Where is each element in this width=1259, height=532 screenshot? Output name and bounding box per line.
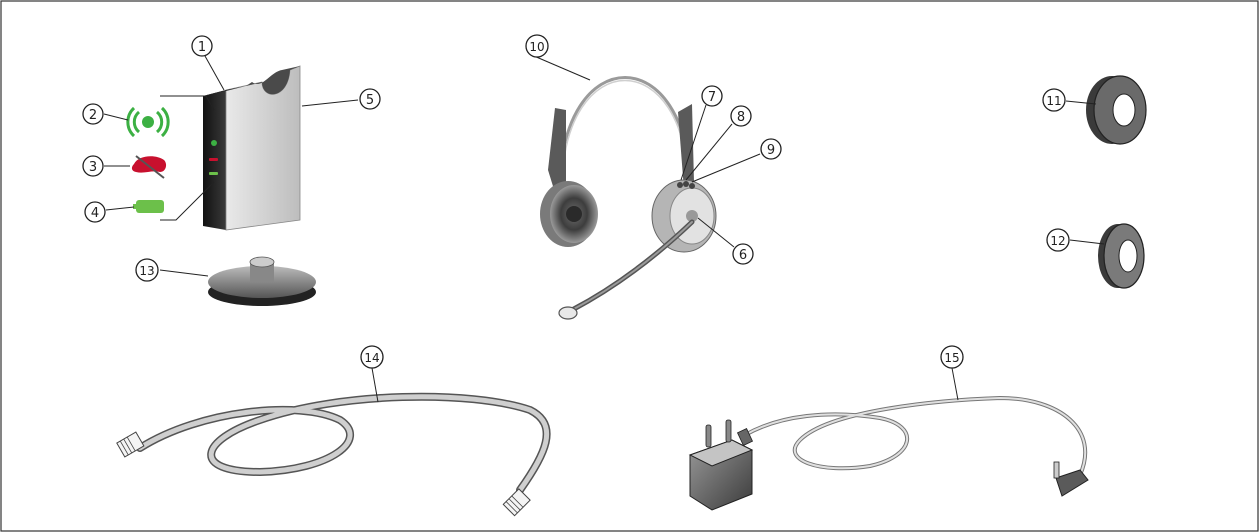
svg-text:12: 12 [1050,234,1065,248]
headset-button-9 [689,183,695,189]
svg-text:8: 8 [737,110,745,125]
headset-button-8 [683,181,689,187]
headset-button-7 [677,182,683,188]
svg-text:6: 6 [739,248,747,263]
callout-3: 3 [83,156,103,176]
svg-text:2: 2 [89,108,97,123]
callout-4: 4 [85,202,105,222]
svg-text:10: 10 [529,40,544,54]
svg-text:9: 9 [767,143,775,158]
callout-2: 2 [83,104,103,124]
callout-14: 14 [361,346,383,368]
base-led-battery [209,172,218,175]
callout-5: 5 [360,89,380,109]
battery-icon [133,200,164,213]
callout-9: 9 [761,139,781,159]
svg-text:13: 13 [139,264,154,278]
base-led-signal [211,140,217,146]
svg-text:1: 1 [198,40,206,55]
callout-13: 13 [136,259,158,281]
svg-text:5: 5 [366,93,374,108]
svg-text:7: 7 [708,90,716,105]
svg-text:14: 14 [364,351,379,365]
ear-cushion-small [1098,224,1144,288]
callout-11: 11 [1043,89,1065,111]
callout-8: 8 [731,106,751,126]
callout-12: 12 [1047,229,1069,251]
ear-cushion-large [1086,76,1146,144]
svg-text:4: 4 [91,206,99,221]
svg-text:3: 3 [89,160,97,175]
svg-text:11: 11 [1046,94,1061,108]
svg-text:15: 15 [944,351,959,365]
callout-1: 1 [192,36,212,56]
callout-15: 15 [941,346,963,368]
callout-7: 7 [702,86,722,106]
callout-10: 10 [526,35,548,57]
callout-6: 6 [733,244,753,264]
base-led-mute [209,158,218,161]
